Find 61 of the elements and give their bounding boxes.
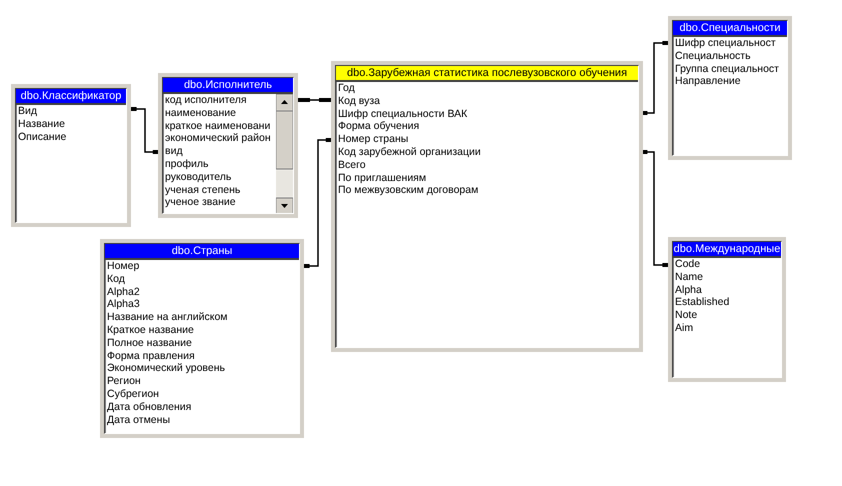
- column-name: Форма правления: [106, 350, 195, 362]
- column-name: профиль: [164, 158, 208, 171]
- relationship-line: [131, 107, 158, 154]
- column-name: Шифр специальности ВАК: [337, 108, 468, 120]
- column-name: Дата обновления: [106, 400, 192, 414]
- column-name: Регион: [106, 375, 141, 388]
- column-name: Код зарубежной организации: [337, 146, 481, 159]
- column-name: вид: [164, 145, 183, 158]
- table-card: [158, 73, 298, 218]
- column-name: Полное название: [106, 336, 192, 350]
- column-name: Дата отмены: [106, 414, 170, 426]
- relationship-line: [643, 150, 668, 267]
- column-name: Направление: [674, 75, 741, 88]
- column-name: Название на английском: [106, 311, 228, 324]
- column-name: ученая степень: [164, 184, 240, 196]
- column-name: Номер страны: [337, 133, 408, 146]
- column-name: экономический район: [164, 132, 271, 146]
- column-name: код исполнителя: [164, 94, 247, 107]
- column-name: Alpha: [674, 284, 702, 296]
- table-title: dbo.Международные: [673, 242, 781, 258]
- column-name: Established: [674, 296, 730, 310]
- table-card: [668, 237, 786, 382]
- column-name: Название: [17, 118, 65, 131]
- column-name: Alpha2: [106, 286, 140, 298]
- column-name: Форма обучения: [337, 120, 420, 134]
- column-name: По межвузовским договорам: [337, 184, 478, 198]
- table-card: [11, 84, 131, 227]
- table-card: [668, 16, 792, 160]
- column-name: Alpha3: [106, 298, 140, 312]
- table-title: dbo.Зарубежная статистика послевузовского обучения: [336, 66, 638, 82]
- column-name: Всего: [337, 158, 366, 172]
- column-name: Note: [674, 309, 698, 322]
- column-name: Группа специальност: [674, 62, 779, 76]
- table-title: dbo.Специальности: [673, 21, 787, 37]
- column-name: Описание: [17, 130, 66, 144]
- column-name: Субрегион: [106, 388, 159, 401]
- column-name: Код: [106, 272, 125, 286]
- table-card: [100, 239, 304, 438]
- table-card: [331, 61, 643, 352]
- column-name: Номер: [106, 260, 140, 273]
- table-title: dbo.Классификатор: [16, 89, 126, 105]
- column-name: Краткое название: [106, 324, 194, 337]
- relationship-line: [643, 41, 668, 115]
- column-name: Name: [674, 270, 704, 284]
- column-name: Экономический уровень: [106, 362, 226, 376]
- column-name: руководитель: [164, 170, 232, 184]
- column-name: Шифр специальност: [674, 37, 776, 50]
- column-name: наименование: [164, 106, 236, 120]
- column-name: Специальность: [674, 50, 751, 63]
- table-title: dbo.Исполнитель: [163, 78, 293, 94]
- column-name: Код вуза: [337, 94, 380, 108]
- column-name: Aim: [674, 322, 694, 335]
- relationship-line: [304, 138, 331, 268]
- column-name: ученое звание: [164, 196, 236, 210]
- column-name: Год: [337, 82, 355, 95]
- column-name: Вид: [17, 105, 37, 118]
- table-title: dbo.Страны: [105, 244, 299, 260]
- relationship-line: [298, 98, 331, 102]
- column-name: краткое наименовани: [164, 120, 270, 132]
- column-name: Code: [674, 258, 700, 271]
- column-name: По приглашениям: [337, 172, 426, 184]
